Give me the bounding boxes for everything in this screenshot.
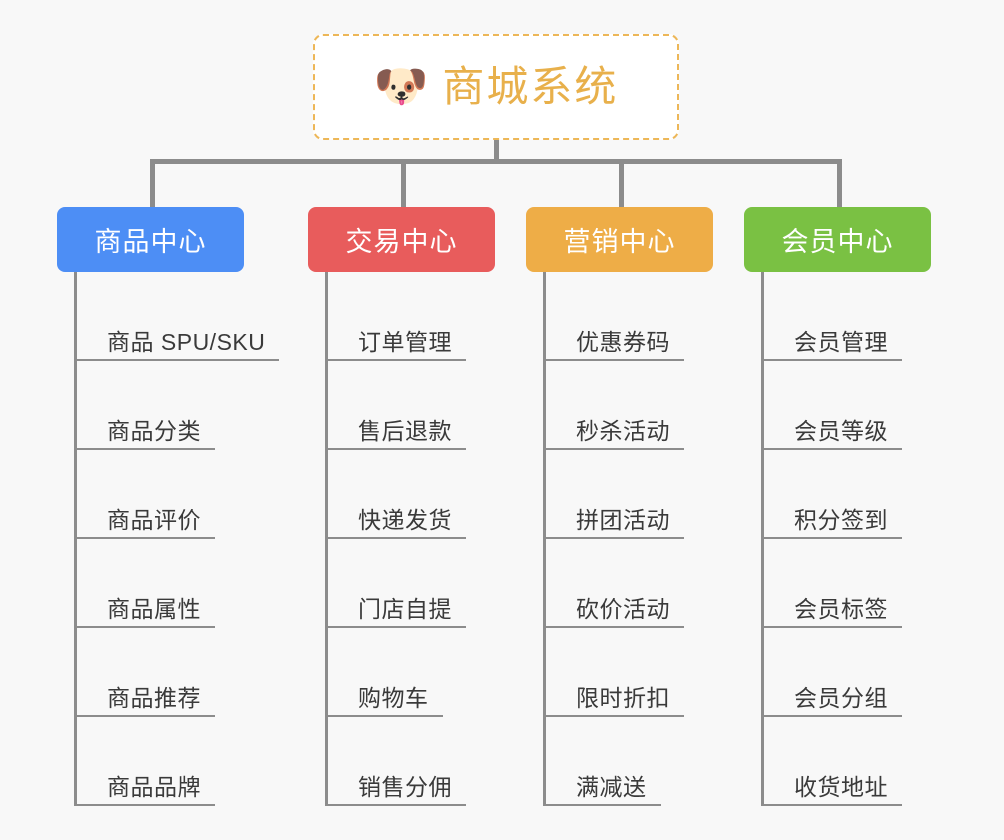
list-item[interactable]: 砍价活动 (546, 539, 713, 628)
leaf-label: 商品评价 (107, 506, 201, 533)
list-item[interactable]: 会员等级 (764, 361, 931, 450)
leaf-label: 商品属性 (107, 595, 201, 622)
leaf-label: 限时折扣 (576, 684, 670, 711)
branch-drop-connector-2 (401, 159, 406, 209)
leaf-label: 收货地址 (794, 773, 888, 800)
list-item[interactable]: 商品属性 (77, 539, 279, 628)
list-item[interactable]: 购物车 (328, 628, 495, 717)
branch-header-product-center[interactable]: 商品中心 (57, 207, 244, 272)
leaf-label: 购物车 (358, 684, 429, 711)
branch-product-center: 商品中心 商品 SPU/SKU 商品分类 商品评价 商品属性 商品推荐 商品品牌 (57, 207, 280, 806)
leaf-label: 秒杀活动 (576, 417, 670, 444)
list-item[interactable]: 会员管理 (764, 272, 931, 361)
leaf-list-product-center: 商品 SPU/SKU 商品分类 商品评价 商品属性 商品推荐 商品品牌 (74, 272, 280, 806)
leaf-label: 商品分类 (107, 417, 201, 444)
leaf-label: 会员等级 (794, 417, 888, 444)
list-item[interactable]: 拼团活动 (546, 450, 713, 539)
list-item[interactable]: 商品 SPU/SKU (77, 272, 280, 361)
root-stem-connector (494, 140, 499, 164)
branch-drop-connector-3 (619, 159, 624, 209)
leaf-label: 商品品牌 (107, 773, 201, 800)
list-item[interactable]: 商品推荐 (77, 628, 279, 717)
leaf-label: 订单管理 (358, 328, 452, 355)
list-item[interactable]: 收货地址 (764, 717, 931, 806)
list-item[interactable]: 积分签到 (764, 450, 931, 539)
list-item[interactable]: 商品品牌 (77, 717, 279, 806)
leaf-label: 满减送 (576, 773, 647, 800)
leaf-label: 门店自提 (358, 595, 452, 622)
shiba-dog-face-icon: 🐶 (373, 62, 429, 111)
branch-header-trade-center[interactable]: 交易中心 (308, 207, 495, 272)
leaf-label: 拼团活动 (576, 506, 670, 533)
horizontal-bus-connector (150, 159, 842, 164)
branch-drop-connector-4 (837, 159, 842, 209)
list-item[interactable]: 满减送 (546, 717, 713, 806)
branch-member-center: 会员中心 会员管理 会员等级 积分签到 会员标签 会员分组 收货地址 (744, 207, 931, 806)
list-item[interactable]: 门店自提 (328, 539, 495, 628)
list-item[interactable]: 快递发货 (328, 450, 495, 539)
list-item[interactable]: 售后退款 (328, 361, 495, 450)
list-item[interactable]: 销售分佣 (328, 717, 495, 806)
branch-header-marketing-center[interactable]: 营销中心 (526, 207, 713, 272)
leaf-list-trade-center: 订单管理 售后退款 快递发货 门店自提 购物车 销售分佣 (325, 272, 495, 806)
leaf-label: 会员标签 (794, 595, 888, 622)
root-title: 商城系统 (442, 63, 619, 110)
branch-drop-connector-1 (150, 159, 155, 209)
list-item[interactable]: 商品评价 (77, 450, 279, 539)
leaf-label: 会员管理 (794, 328, 888, 355)
leaf-label: 销售分佣 (358, 773, 452, 800)
list-item[interactable]: 会员标签 (764, 539, 931, 628)
leaf-label: 商品 SPU/SKU (107, 328, 266, 355)
list-item[interactable]: 会员分组 (764, 628, 931, 717)
branch-marketing-center: 营销中心 优惠券码 秒杀活动 拼团活动 砍价活动 限时折扣 满减送 (526, 207, 713, 806)
leaf-label: 会员分组 (794, 684, 888, 711)
leaf-label: 售后退款 (358, 417, 452, 444)
branch-header-member-center[interactable]: 会员中心 (744, 207, 931, 272)
leaf-label: 积分签到 (794, 506, 888, 533)
root-node[interactable]: 🐶 商城系统 (313, 34, 679, 140)
leaf-label: 优惠券码 (576, 328, 670, 355)
leaf-list-marketing-center: 优惠券码 秒杀活动 拼团活动 砍价活动 限时折扣 满减送 (543, 272, 713, 806)
list-item[interactable]: 商品分类 (77, 361, 279, 450)
leaf-label: 商品推荐 (107, 684, 201, 711)
list-item[interactable]: 优惠券码 (546, 272, 713, 361)
leaf-list-member-center: 会员管理 会员等级 积分签到 会员标签 会员分组 收货地址 (761, 272, 931, 806)
list-item[interactable]: 限时折扣 (546, 628, 713, 717)
leaf-label: 砍价活动 (576, 595, 670, 622)
branch-trade-center: 交易中心 订单管理 售后退款 快递发货 门店自提 购物车 销售分佣 (308, 207, 495, 806)
list-item[interactable]: 秒杀活动 (546, 361, 713, 450)
list-item[interactable]: 订单管理 (328, 272, 495, 361)
leaf-label: 快递发货 (358, 506, 452, 533)
